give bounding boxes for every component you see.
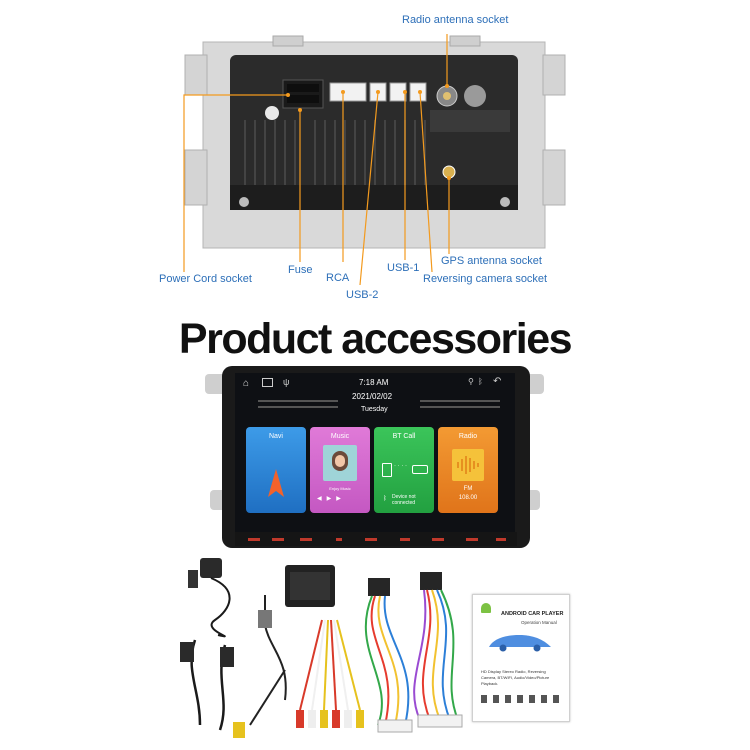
back-icon[interactable]: ↶ (493, 376, 502, 387)
date-display: 2021/02/02 (352, 392, 393, 401)
music-caption: Enjoy Music (329, 486, 351, 491)
reversing-camera-socket-label: Reversing camera socket (423, 273, 548, 285)
usb2-label: USB-2 (346, 289, 379, 301)
usb1-label: USB-1 (387, 262, 420, 274)
playback-controls-icon[interactable]: ◀ ▶ ▶ (317, 496, 341, 502)
android-icon (481, 603, 491, 613)
manual-subtitle: Operation Manual (521, 620, 557, 625)
radio-frequency: 108.00 (458, 495, 478, 501)
tile-radio-label: Radio (458, 433, 478, 440)
tile-music-label: Music (330, 433, 350, 440)
navigation-arrow-icon (268, 469, 284, 497)
tile-radio[interactable]: Radio FM 108.00 (438, 427, 498, 513)
album-art (323, 445, 357, 481)
operation-manual: ANDROID CAR PLAYER Operation Manual HD D… (472, 594, 570, 722)
manual-title: ANDROID CAR PLAYER (501, 611, 564, 617)
gps-icon: ⚲ (468, 377, 474, 386)
usb-icon: ψ (283, 377, 290, 387)
window-icon[interactable] (262, 378, 273, 387)
bluetooth-icon: ᛒ (383, 496, 387, 502)
weekday-display: Tuesday (361, 406, 388, 413)
phone-car-icon (382, 463, 392, 477)
tile-bt-call-label: BT Call (392, 433, 416, 440)
power-cord-socket-label: Power Cord socket (159, 273, 252, 285)
bluetooth-icon: ᛒ (478, 377, 483, 386)
accessories-illustration (180, 558, 463, 738)
home-icon[interactable]: ⌂ (243, 378, 250, 389)
manual-features: HD Display Stereo Radio, Reversing Camer… (481, 669, 550, 686)
radio-wave-icon (452, 449, 484, 481)
bt-status-caption: Device not connected (392, 494, 416, 506)
rear-panel-illustration (183, 34, 566, 286)
tile-navi[interactable]: Navi (246, 427, 306, 513)
rca-label: RCA (326, 272, 350, 284)
manual-logos (481, 695, 561, 703)
tile-music[interactable]: Music Enjoy Music ◀ ▶ ▶ (310, 427, 370, 513)
car-silhouette-icon (489, 635, 551, 652)
tile-navi-label: Navi (268, 433, 283, 440)
radio-band: FM (463, 486, 473, 492)
clock-time: 7:18 AM (359, 378, 389, 387)
section-heading: Product accessories (178, 315, 573, 363)
tile-bt-call[interactable]: BT Call · · · · ᛒ Device not connected (374, 427, 434, 513)
gps-antenna-socket-label: GPS antenna socket (441, 255, 542, 267)
radio-antenna-socket-label: Radio antenna socket (402, 14, 509, 26)
fuse-label: Fuse (288, 264, 313, 276)
